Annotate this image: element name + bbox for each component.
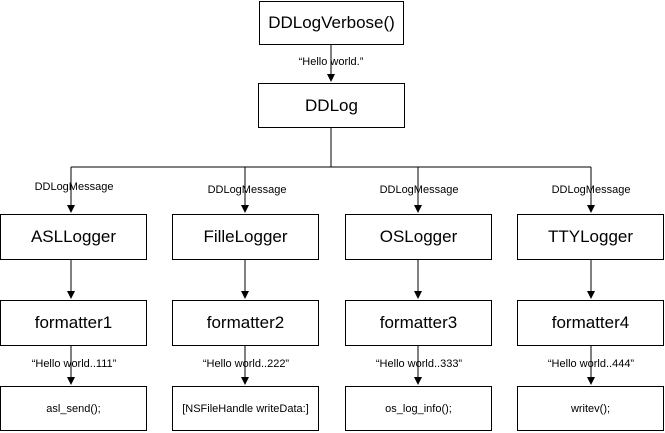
node-os-log-info: os_log_info(); [345, 386, 492, 431]
label-formatted-1: “Hello world..111” [31, 358, 117, 370]
label-message-1: DDLogMessage [34, 181, 114, 193]
node-writev: writev(); [517, 386, 664, 431]
node-formatter4: formatter4 [517, 300, 664, 346]
label-message-4: DDLogMessage [551, 184, 631, 196]
node-asllogger: ASLLogger [0, 214, 147, 260]
node-nsfilehandle-writedata: [NSFileHandle writeData:] [172, 386, 319, 431]
node-formatter3: formatter3 [345, 300, 492, 346]
node-ddlogverbose: DDLogVerbose() [259, 1, 404, 45]
label-formatted-3: “Hello world..333” [375, 358, 463, 370]
label-message-2: DDLogMessage [207, 184, 287, 196]
node-oslogger: OSLogger [345, 214, 492, 260]
label-message-3: DDLogMessage [379, 184, 459, 196]
node-ttylogger: TTYLogger [517, 214, 664, 260]
node-asl-send: asl_send(); [0, 386, 147, 431]
node-formatter2: formatter2 [172, 300, 319, 346]
label-formatted-2: “Hello world..222” [202, 358, 290, 370]
node-formatter1: formatter1 [0, 300, 147, 346]
node-ddlog: DDLog [258, 83, 405, 128]
label-formatted-4: “Hello world..444” [547, 358, 635, 370]
label-entry-to-core: “Hello world.” [298, 56, 364, 68]
node-fillelogger: FilleLogger [172, 214, 319, 260]
